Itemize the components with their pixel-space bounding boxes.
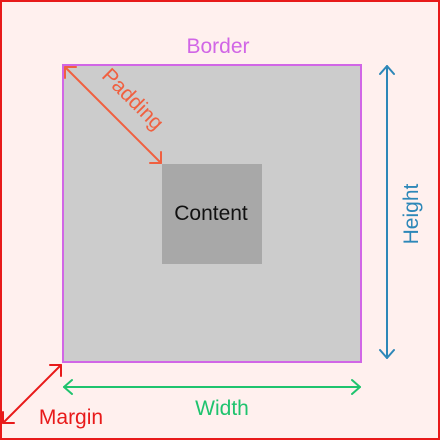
margin-arrow [2, 364, 62, 424]
margin-label: Margin [39, 406, 103, 429]
content-box [162, 164, 262, 264]
border-label: Border [186, 35, 249, 58]
width-label: Width [195, 397, 249, 420]
height-label: Height [400, 183, 423, 244]
height-arrow [379, 65, 395, 359]
padding-arrow [64, 66, 162, 164]
width-arrow [63, 379, 361, 395]
content-label: Content [174, 202, 248, 225]
